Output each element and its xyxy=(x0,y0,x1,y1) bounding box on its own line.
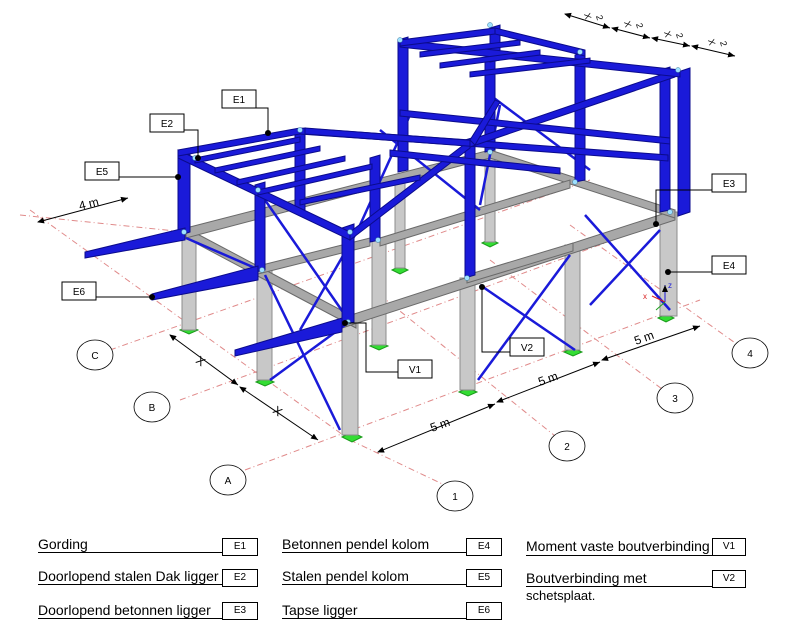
grid-bubbles xyxy=(76,337,769,512)
grid-label-1: 1 xyxy=(452,492,458,503)
legend-label-v2: Boutverbinding met xyxy=(526,570,647,586)
steel-beam xyxy=(469,99,501,146)
legend-underline xyxy=(526,555,744,556)
callout-e5: E5 xyxy=(96,167,109,178)
tapered-beams xyxy=(84,227,343,357)
legend-underline xyxy=(38,618,256,619)
concrete-column xyxy=(371,239,387,346)
steel-beam xyxy=(214,145,321,174)
axis-x-label: x xyxy=(643,292,647,301)
tapered-beam xyxy=(151,265,259,301)
dim-x-2: X xyxy=(270,403,285,419)
legend-label-e4: Betonnen pendel kolom xyxy=(282,536,430,552)
legend-code-v2: V2 xyxy=(712,570,746,588)
dim-five-m-3: 5 m xyxy=(632,328,656,348)
legend-label-e5: Stalen pendel kolom xyxy=(282,568,409,584)
dimension-lines xyxy=(37,12,736,453)
steel-beam xyxy=(399,39,681,78)
steel-beam xyxy=(494,27,586,57)
legend-label-e2: Doorlopend stalen Dak ligger xyxy=(38,568,219,584)
steel-beam xyxy=(257,163,373,196)
dim-xhalf-den: 2 xyxy=(634,22,645,29)
concrete-columns xyxy=(181,149,678,436)
dim-xhalf-den: 2 xyxy=(674,32,685,39)
legend-label-e3: Doorlopend betonnen ligger xyxy=(38,602,211,618)
callout-e4: E4 xyxy=(723,261,736,272)
steel-beam xyxy=(439,49,541,69)
dim-xhalf-den: 2 xyxy=(594,14,605,21)
legend-code-e2: E2 xyxy=(222,569,258,587)
steel-beam xyxy=(194,136,301,164)
steel-beam xyxy=(389,149,561,175)
steel-column xyxy=(341,223,355,327)
callout-v1: V1 xyxy=(409,365,422,376)
dim-xhalf-num: X xyxy=(582,12,593,20)
grid-label-b: B xyxy=(149,403,156,414)
structure-drawing: 4 m X X 5 m 5 m 5 m X 2 X 2 X 2 X 2 A B … xyxy=(19,12,769,512)
dim-xhalf-den: 2 xyxy=(718,40,729,47)
callout-e3: E3 xyxy=(723,179,736,190)
legend-label-v1: Moment vaste boutverbinding xyxy=(526,538,710,554)
concrete-column xyxy=(394,174,406,269)
grid-label-2: 2 xyxy=(564,442,570,453)
steel-beam xyxy=(419,39,521,58)
axis-triad: z x xyxy=(643,281,672,311)
tapered-beam xyxy=(84,227,186,259)
legend-underline xyxy=(282,584,500,585)
legend-underline xyxy=(526,586,744,587)
legend-code-e3: E3 xyxy=(222,602,258,620)
concrete-beam xyxy=(466,242,574,284)
legend-label-e6: Tapse ligger xyxy=(282,602,358,618)
concrete-column xyxy=(181,227,197,331)
dim-five-m-2: 5 m xyxy=(536,369,560,389)
dim-xhalf-num: X xyxy=(662,30,673,38)
callout-dots xyxy=(149,130,671,326)
legend-underline xyxy=(282,618,500,619)
legend-code-e5: E5 xyxy=(466,569,502,587)
legend-code-e1: E1 xyxy=(222,538,258,556)
concrete-column xyxy=(341,319,359,436)
legend-underline xyxy=(282,552,500,553)
callout-e6: E6 xyxy=(73,287,86,298)
grid-label-c: C xyxy=(91,351,98,362)
grid-label-3: 3 xyxy=(672,394,678,405)
dim-four-m: 4 m xyxy=(77,194,100,212)
dim-xhalf-num: X xyxy=(622,20,633,28)
axis-z-label: z xyxy=(668,281,672,290)
legend-code-e4: E4 xyxy=(466,538,502,556)
legend-underline xyxy=(38,584,256,585)
callout-e1: E1 xyxy=(233,95,246,106)
grid-label-a: A xyxy=(225,476,232,487)
steel-beam xyxy=(469,57,591,78)
steel-beam xyxy=(399,27,496,47)
callout-v2: V2 xyxy=(521,343,534,354)
steel-beam xyxy=(299,174,421,206)
connection-nodes xyxy=(181,22,681,325)
concrete-column xyxy=(459,277,476,391)
steel-beam xyxy=(399,109,671,145)
steel-column xyxy=(574,51,586,183)
callout-e2: E2 xyxy=(161,119,174,130)
steel-beam xyxy=(304,127,669,162)
legend-code-v1: V1 xyxy=(712,538,746,556)
steel-beam xyxy=(349,138,471,242)
dim-xhalf-num: X xyxy=(706,38,717,46)
half-x-labels: X 2 X 2 X 2 X 2 xyxy=(582,12,729,47)
legend-label-v2-sub: schetsplaat. xyxy=(526,588,596,603)
steel-column xyxy=(677,67,691,217)
steel-beams xyxy=(177,27,681,242)
legend-underline xyxy=(38,552,256,553)
steel-column xyxy=(254,181,266,273)
legend-code-e6: E6 xyxy=(466,602,502,620)
dim-five-m-1: 5 m xyxy=(428,415,452,435)
legend-label-e1: Gording xyxy=(38,536,88,552)
grid-label-4: 4 xyxy=(747,349,753,360)
steel-beam xyxy=(236,155,346,186)
